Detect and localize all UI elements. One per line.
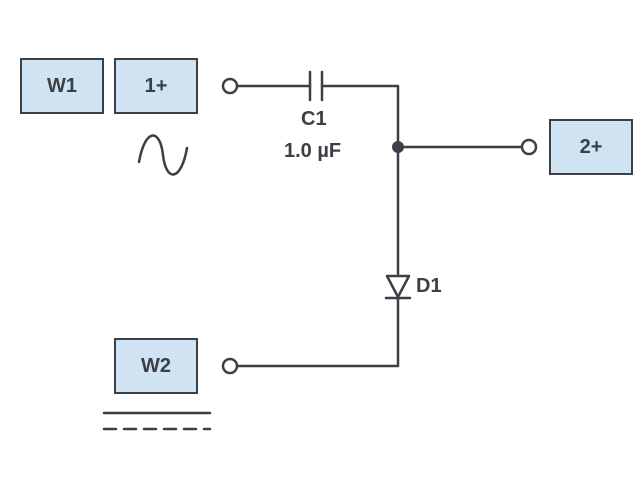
ch1-pos-label: 1+ [144,74,168,97]
wire-c1-to-node [320,84,400,276]
c1-value-label: 1.0 µF [284,140,342,162]
junction-node [392,141,404,153]
w2-label: W2 [141,354,171,377]
w1-box: W1 [20,58,104,114]
ch2-pos-box: 2+ [549,119,633,175]
diode-triangle-icon [385,274,411,299]
terminal-2-plus [520,138,538,156]
terminal-1-plus [221,77,239,95]
w1-label: W1 [47,74,77,97]
wire-diode-to-w2 [235,296,400,368]
d1-name-label: D1 [416,275,442,297]
ch1-pos-box: 1+ [114,58,198,114]
terminal-w2 [221,357,239,375]
ch2-pos-label: 2+ [579,135,603,158]
w2-box: W2 [114,338,198,394]
c1-name-label: C1 [301,108,327,130]
sine-wave-icon [137,134,189,176]
